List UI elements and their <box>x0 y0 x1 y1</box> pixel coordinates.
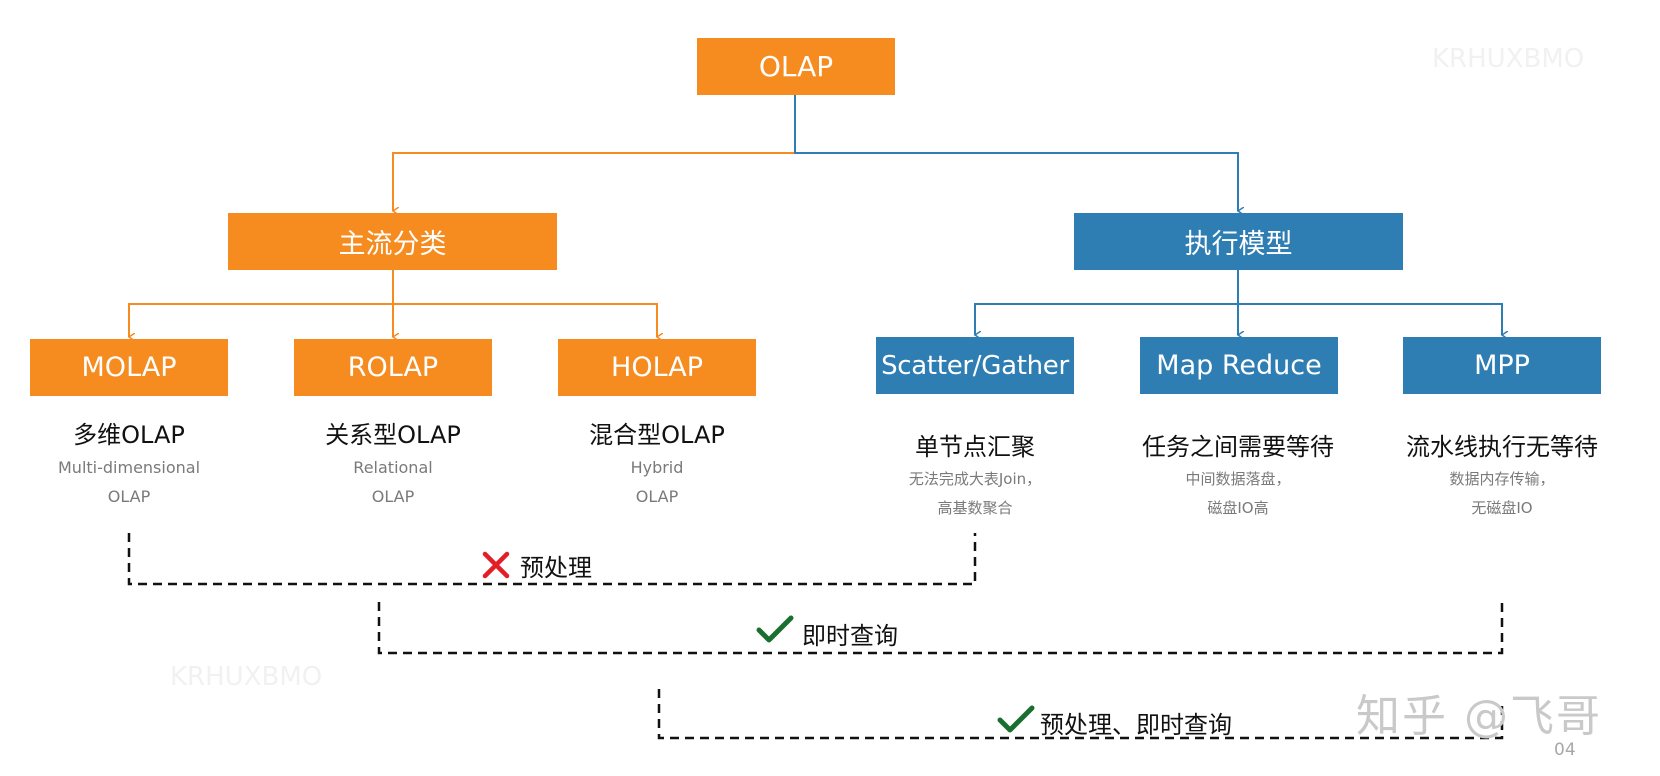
caption-holap: 混合型OLAP Hybrid OLAP <box>589 415 725 511</box>
caption-sub: 中间数据落盘， <box>1185 470 1291 488</box>
check-icon <box>756 615 794 643</box>
node-olap: OLAP <box>697 38 895 95</box>
bracket-realtime <box>377 602 1504 655</box>
caption-title: 关系型OLAP <box>325 421 461 449</box>
caption-sub: 高基数聚合 <box>937 499 1013 517</box>
connector-exec-scatter <box>975 270 1239 335</box>
caption-sub: 无法完成大表Join， <box>908 470 1042 488</box>
caption-molap: 多维OLAP Multi-dimensional OLAP <box>58 415 200 511</box>
connector-mainstream-holap <box>393 303 657 337</box>
caption-title: 任务之间需要等待 <box>1142 433 1334 461</box>
connector-mainstream-molap <box>129 270 394 337</box>
caption-rolap: 关系型OLAP Relational OLAP <box>325 415 461 511</box>
caption-sub: 数据内存传输， <box>1449 470 1555 488</box>
caption-sub: OLAP <box>107 487 151 506</box>
caption-scatter-gather: 单节点汇聚 无法完成大表Join， 高基数聚合 <box>909 427 1041 523</box>
faint-watermark-top: KRHUXBMO <box>1432 44 1585 74</box>
page-number: 04 <box>1554 740 1576 760</box>
label-realtime: 即时查询 <box>802 622 898 650</box>
caption-sub: OLAP <box>635 487 679 506</box>
node-mainstream: 主流分类 <box>228 213 557 270</box>
caption-sub: Relational <box>353 458 433 477</box>
caption-title: 流水线执行无等待 <box>1406 433 1598 461</box>
caption-sub: Multi-dimensional <box>57 458 201 477</box>
caption-sub: Hybrid <box>630 458 684 477</box>
node-map-reduce: Map Reduce <box>1140 337 1338 394</box>
caption-title: 单节点汇聚 <box>915 433 1035 461</box>
zhihu-watermark: 知乎 @飞哥 <box>1356 691 1602 742</box>
label-both: 预处理、即时查询 <box>1040 711 1232 739</box>
check-icon <box>997 705 1035 733</box>
node-rolap: ROLAP <box>294 339 492 396</box>
connector-exec-mpp <box>1238 303 1502 335</box>
label-preprocess: 预处理 <box>520 554 592 582</box>
faint-watermark-bottom: KRHUXBMO <box>170 662 323 692</box>
node-molap: MOLAP <box>30 339 228 396</box>
node-mpp: MPP <box>1403 337 1601 394</box>
caption-map-reduce: 任务之间需要等待 中间数据落盘， 磁盘IO高 <box>1142 427 1334 523</box>
caption-title: 混合型OLAP <box>589 421 725 449</box>
connector-root-exec <box>794 95 1238 211</box>
caption-title: 多维OLAP <box>73 421 185 449</box>
node-exec-model: 执行模型 <box>1074 213 1403 270</box>
bracket-preprocess <box>127 533 977 586</box>
caption-mpp: 流水线执行无等待 数据内存传输， 无磁盘IO <box>1406 427 1598 523</box>
connector-root-mainstream <box>393 95 796 211</box>
cross-icon <box>482 551 510 579</box>
caption-sub: OLAP <box>371 487 415 506</box>
node-holap: HOLAP <box>558 339 756 396</box>
bracket-both <box>657 689 1504 740</box>
caption-sub: 无磁盘IO <box>1471 499 1533 517</box>
caption-sub: 磁盘IO高 <box>1207 499 1269 517</box>
node-scatter-gather: Scatter/Gather <box>876 337 1074 394</box>
